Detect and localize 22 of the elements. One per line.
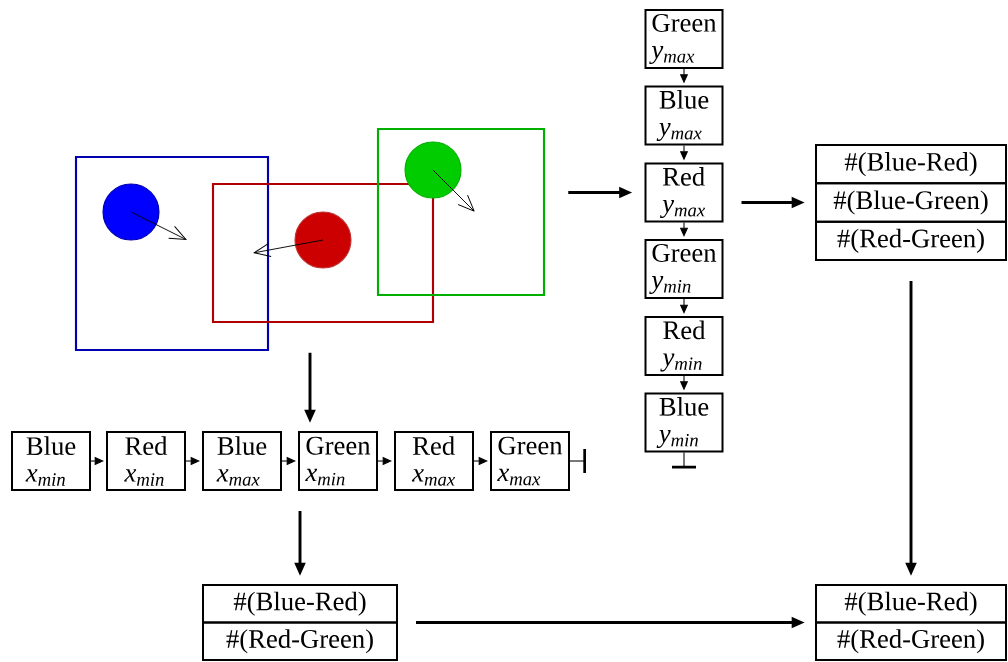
list-box: Red y$_{max}$ [644, 162, 724, 223]
table-row: #(Blue-Red) [202, 584, 398, 624]
list-box: Green x$_{min}$ [298, 431, 378, 491]
list-box: Blue x$_{min}$ [11, 431, 91, 491]
table-row: #(Red-Green) [202, 621, 398, 661]
table-row: #(Blue-Green) [815, 182, 1007, 223]
table-row: #(Red-Green) [815, 220, 1007, 261]
table-row: #(Blue-Red) [815, 144, 1007, 185]
list-box: Red x$_{min}$ [106, 431, 186, 491]
list-box: Green y$_{min}$ [644, 239, 724, 299]
list-box: Red y$_{min}$ [644, 316, 724, 376]
list-box: Green x$_{max}$ [490, 431, 570, 491]
list-box: Blue y$_{max}$ [644, 85, 724, 146]
scene-drawing [74, 127, 546, 352]
end-bar-line [569, 449, 586, 473]
table-row: #(Blue-Red) [815, 584, 1007, 624]
list-box: Blue y$_{min}$ [644, 392, 724, 453]
list-box: Blue x$_{max}$ [202, 431, 282, 491]
list-box: Red x$_{max}$ [394, 431, 474, 491]
table-row: #(Red-Green) [815, 621, 1007, 661]
end-bar-line [672, 451, 696, 469]
list-box: Green y$_{max}$ [644, 9, 724, 69]
